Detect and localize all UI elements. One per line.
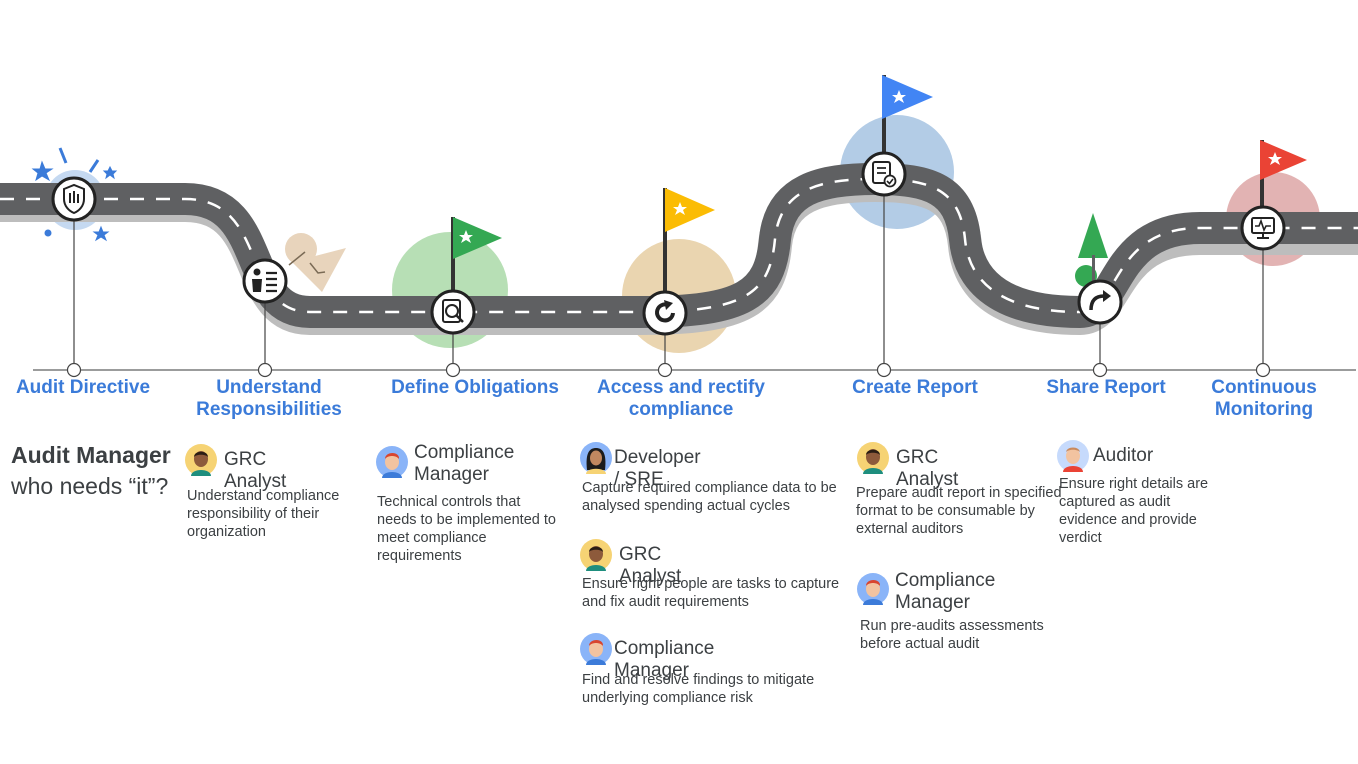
stage-label-share-report: Share Report xyxy=(1046,377,1166,398)
sparkle-decoration xyxy=(31,147,118,242)
stage-label-audit-directive: Audit Directive xyxy=(15,377,151,398)
role-description: Ensure right details are captured as aud… xyxy=(1059,476,1209,546)
stage-connectors xyxy=(66,196,1271,378)
role-description: Prepare audit report in specified format… xyxy=(856,485,1062,537)
woman-avatar xyxy=(580,442,612,474)
dark-haired-man-avatar xyxy=(185,444,217,476)
red-haired-man-avatar xyxy=(580,633,612,665)
role-name: Compliance Manager xyxy=(614,638,715,681)
leaf-decoration xyxy=(285,233,346,292)
stage-label-define-obligations: Define Obligations xyxy=(391,377,559,398)
role-description: Understand compliance responsibility of … xyxy=(187,488,340,540)
red-flag-icon xyxy=(1260,140,1307,208)
stage-label-create-report: Create Report xyxy=(852,377,978,398)
heading-line-2: who needs “it”? xyxy=(11,473,169,499)
role-description: Find and resolve findings to mitigate un… xyxy=(582,672,815,706)
green-flag-icon xyxy=(451,217,502,290)
role-description: Capture required compliance data to be a… xyxy=(582,480,837,514)
role-name: Compliance Manager xyxy=(414,442,515,485)
auditor-avatar xyxy=(1057,440,1089,472)
role-description: Run pre-audits assessments before actual… xyxy=(860,618,1044,652)
person-list-icon xyxy=(242,258,288,304)
who-needs-heading: Audit Manager who needs “it”? xyxy=(11,440,171,502)
role-name: Auditor xyxy=(1093,445,1154,466)
monitor-pulse-icon xyxy=(1240,205,1286,251)
cycle-icon xyxy=(642,290,688,336)
role-name: GRC Analyst xyxy=(619,544,682,587)
role-name: GRC Analyst xyxy=(896,447,959,490)
role-description: Ensure right people are tasks to capture… xyxy=(582,576,840,610)
blue-flag-icon xyxy=(882,75,933,155)
yellow-flag-icon xyxy=(663,188,715,292)
role-description: Technical controls that needs to be impl… xyxy=(377,494,556,564)
red-haired-man-avatar xyxy=(857,573,889,605)
role-name: Compliance Manager xyxy=(895,570,996,613)
role-name: Developer / SRE xyxy=(614,447,701,490)
dark-haired-man-avatar xyxy=(580,539,612,571)
dark-haired-man-avatar xyxy=(857,442,889,474)
red-haired-man-avatar xyxy=(376,446,408,478)
stage-label-continuous-monitoring: Continuous Monitoring xyxy=(1211,377,1317,420)
stage-label-understand-responsibilities: Understand Responsibilities xyxy=(196,377,342,420)
shield-hand-icon xyxy=(51,176,97,222)
share-arrow-icon xyxy=(1077,279,1123,325)
document-search-icon xyxy=(430,289,476,335)
heading-line-1: Audit Manager xyxy=(11,442,171,468)
report-check-icon xyxy=(861,151,907,197)
stage-label-access-rectify: Access and rectify compliance xyxy=(597,377,765,420)
role-name: GRC Analyst xyxy=(224,449,287,492)
